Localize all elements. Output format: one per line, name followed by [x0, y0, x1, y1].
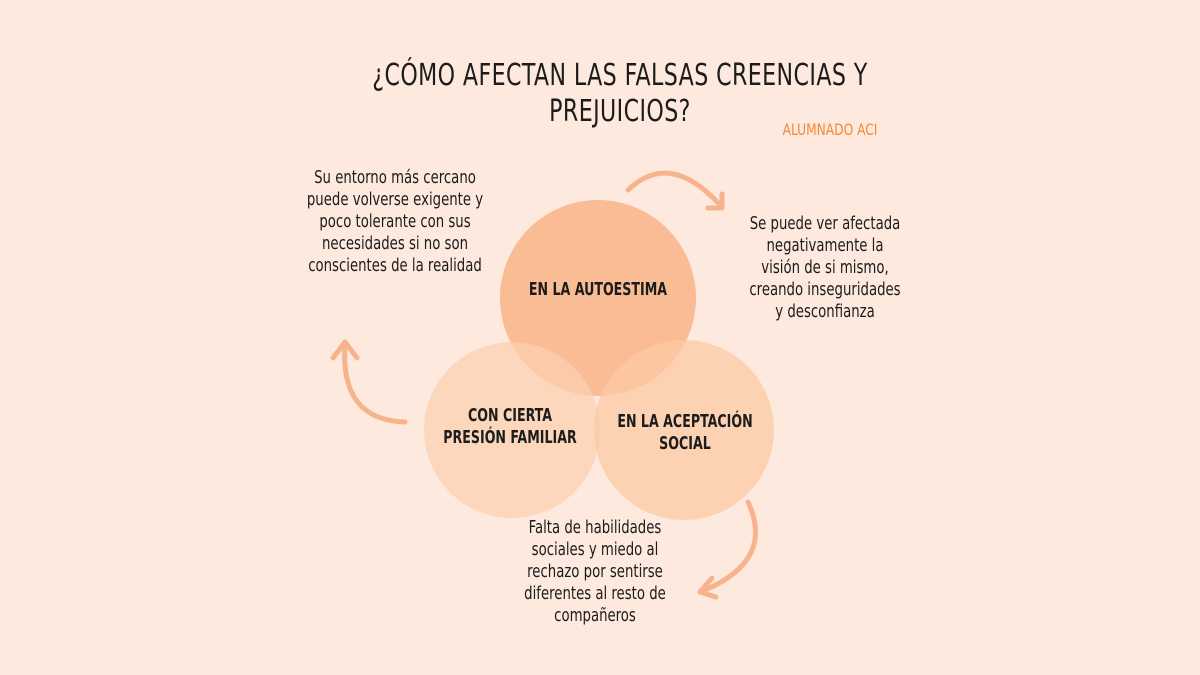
circle-presion-familiar	[424, 342, 600, 518]
label-autoestima: EN LA AUTOESTIMA	[528, 279, 668, 300]
page-title: ¿CÓMO AFECTAN LAS FALSAS CREENCIAS Y PRE…	[372, 58, 868, 129]
circle-autoestima	[500, 200, 696, 396]
arrow-left-icon	[342, 342, 408, 425]
label-aceptacion-social: EN LA ACEPTACIÓN SOCIAL	[617, 411, 753, 454]
label-presion-familiar: CON CIERTA PRESIÓN FAMILIAR	[443, 405, 577, 448]
arrow-left-head-icon	[330, 339, 360, 361]
arrow-top-head-icon	[705, 191, 725, 211]
note-social: Falta de habilidades sociales y miedo al…	[524, 517, 666, 626]
circle-aceptacion-social	[594, 340, 774, 520]
note-family: Su entorno más cercano puede volverse ex…	[306, 167, 484, 276]
arrow-bottom-head-icon	[697, 575, 719, 600]
arrow-bottom-icon	[702, 499, 758, 593]
arrow-top-icon	[625, 170, 723, 208]
note-selfesteem: Se puede ver afectada negativamente la v…	[749, 213, 901, 322]
subtitle: ALUMNADO ACI	[782, 120, 878, 139]
